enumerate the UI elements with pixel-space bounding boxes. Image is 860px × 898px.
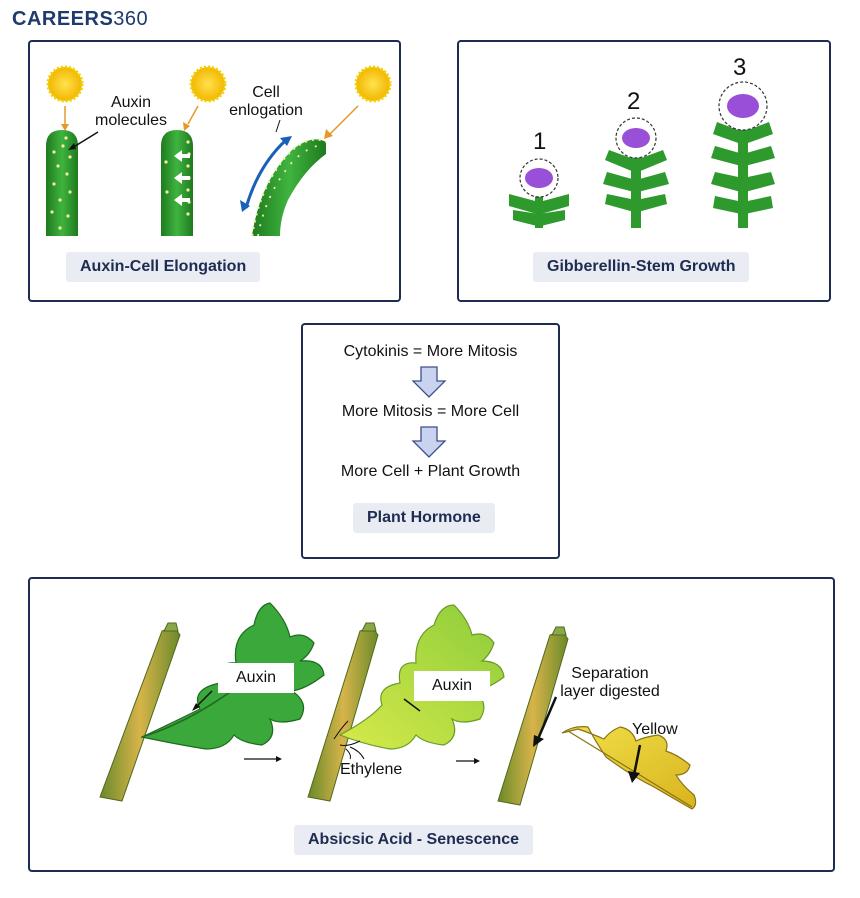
flow-arrows bbox=[411, 366, 447, 458]
auxin-illustration bbox=[46, 65, 392, 237]
twig-1 bbox=[99, 622, 181, 802]
stage-label-3: 3 bbox=[733, 54, 747, 81]
yellow-label: Yellow bbox=[632, 721, 678, 738]
abscisic-panel: Auxin Auxin Ethylene Separation layer di… bbox=[28, 577, 835, 872]
gibberellin-illustration bbox=[509, 81, 775, 228]
plant-stage-2 bbox=[603, 117, 669, 228]
plant-stage-1 bbox=[509, 158, 569, 228]
twig-2 bbox=[307, 622, 379, 802]
cytokinin-panel: Cytokinis = More Mitosis More Mitosis = … bbox=[301, 323, 560, 559]
plant-stage-3 bbox=[711, 81, 775, 228]
cell-elongation-label: Cell enlogation bbox=[229, 84, 303, 119]
sun-icon-2 bbox=[189, 65, 227, 103]
twig-3 bbox=[497, 626, 569, 806]
process-arrow-1 bbox=[244, 756, 282, 762]
flower-icon-1 bbox=[519, 158, 559, 198]
ethylene-arrows bbox=[333, 720, 365, 760]
gibberellin-caption: Gibberellin-Stem Growth bbox=[533, 252, 750, 282]
separation-layer-label: Separation layer digested bbox=[560, 665, 660, 700]
careers360-logo: CAREERS360 bbox=[12, 8, 148, 31]
plant-hormone-caption: Plant Hormone bbox=[353, 503, 495, 533]
ethylene-label: Ethylene bbox=[340, 761, 403, 778]
senescence-illustration bbox=[99, 602, 697, 810]
auxin-label-1: Auxin bbox=[218, 663, 295, 693]
flower-icon-2 bbox=[615, 117, 657, 159]
process-arrow-2 bbox=[456, 758, 480, 764]
flow-line-2: More Mitosis = More Cell bbox=[341, 403, 520, 420]
stage-label-1: 1 bbox=[533, 128, 547, 155]
logo-brand: CAREERS bbox=[12, 8, 114, 30]
flow-line-1: Cytokinis = More Mitosis bbox=[343, 343, 518, 360]
auxin-panel: Auxin molecules Cell enlogation Auxin-Ce… bbox=[28, 40, 401, 302]
flow-line-3: More Cell + Plant Growth bbox=[340, 463, 521, 480]
logo-number: 360 bbox=[113, 8, 149, 30]
down-arrow-icon-1 bbox=[411, 366, 447, 398]
abscisic-caption: Absicsic Acid - Senescence bbox=[294, 825, 534, 855]
gibberellin-panel: 1 2 3 Gibberellin-Stem Growth bbox=[457, 40, 831, 302]
sun-icon-3 bbox=[354, 65, 392, 103]
auxin-caption: Auxin-Cell Elongation bbox=[66, 252, 261, 282]
fallen-yellow-leaf bbox=[561, 726, 697, 810]
auxin-label-2: Auxin bbox=[414, 671, 491, 701]
flower-icon-3 bbox=[718, 81, 768, 131]
auxin-molecules-label: Auxin molecules bbox=[94, 94, 168, 129]
sun-icon-1 bbox=[46, 65, 84, 103]
down-arrow-icon-2 bbox=[411, 426, 447, 458]
stage-label-2: 2 bbox=[627, 88, 641, 115]
